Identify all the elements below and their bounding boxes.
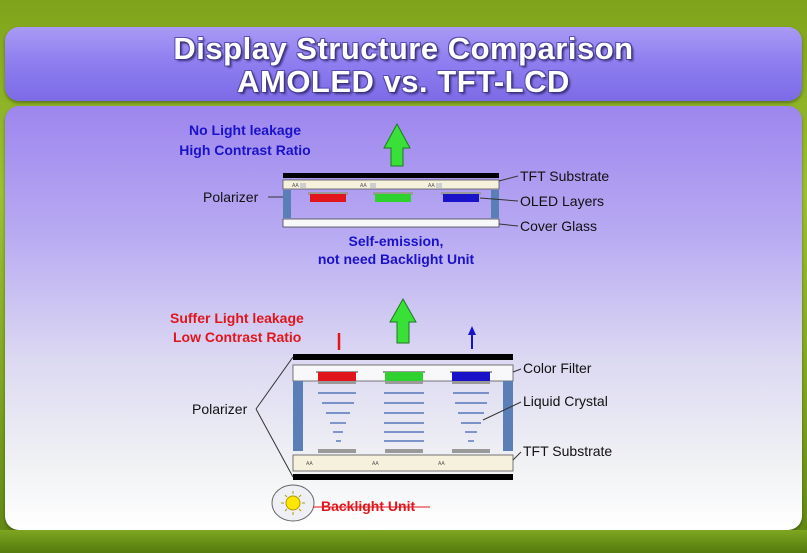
lcd-structure: AA AA AA <box>255 297 522 522</box>
lcd-side-left <box>293 381 303 451</box>
amoled-label-tft-substrate: TFT Substrate <box>520 168 610 184</box>
lcd-note-line2: Low Contrast Ratio <box>173 329 302 345</box>
title-line-1: Display Structure Comparison <box>173 31 634 66</box>
amoled-side-left <box>283 190 291 218</box>
lcd-polarizer-bottom <box>293 474 513 480</box>
amoled-emission-line1: Self-emission, <box>348 233 444 249</box>
amoled-label-cover-glass: Cover Glass <box>520 218 598 234</box>
amoled-emission-line2: not need Backlight Unit <box>317 251 475 267</box>
amoled-cover-glass <box>282 218 500 228</box>
amoled-oled-green <box>375 194 411 202</box>
title-line-2: AMOLED vs. TFT-LCD <box>237 64 570 99</box>
amoled-note-line2: High Contrast Ratio <box>179 142 311 158</box>
lcd-label-liquid-crystal: Liquid Crystal <box>523 393 608 409</box>
lcd-polarizer-top <box>293 354 513 360</box>
lcd-label-polarizer: Polarizer <box>192 401 248 417</box>
svg-text:AA: AA <box>306 461 313 467</box>
amoled-polarizer-top <box>283 173 499 178</box>
amoled-light-arrow <box>383 122 411 167</box>
svg-text:AA: AA <box>360 183 367 189</box>
lcd-filter-green <box>385 372 423 381</box>
amoled-side-right <box>491 190 499 218</box>
svg-text:AA: AA <box>428 183 435 189</box>
amoled-oled-red <box>310 194 346 202</box>
lcd-blue-leak <box>468 326 476 335</box>
amoled-oled-blue <box>443 194 479 202</box>
amoled-structure: AA AA AA <box>268 122 519 228</box>
amoled-label-oled-layers: OLED Layers <box>520 193 605 209</box>
title-panel <box>5 27 802 101</box>
lcd-filter-red <box>318 372 356 381</box>
svg-text:AA: AA <box>292 183 299 189</box>
backlight-unit-icon <box>271 484 315 522</box>
svg-text:AA: AA <box>438 461 445 467</box>
lcd-label-backlight: Backlight Unit <box>321 498 416 514</box>
amoled-label-polarizer: Polarizer <box>203 189 259 205</box>
lcd-light-arrow <box>389 297 417 344</box>
lcd-liquid-crystal <box>318 392 489 442</box>
lcd-label-color-filter: Color Filter <box>523 360 592 376</box>
lcd-tft-substrate <box>292 454 514 472</box>
bottom-strip <box>0 530 807 553</box>
lcd-note-line1: Suffer Light leakage <box>170 310 304 326</box>
lcd-filter-blue <box>452 372 490 381</box>
svg-text:AA: AA <box>372 461 379 467</box>
lcd-side-right <box>503 381 513 451</box>
lcd-label-tft-substrate: TFT Substrate <box>523 443 613 459</box>
amoled-tft-substrate <box>282 179 500 190</box>
amoled-note-line1: No Light leakage <box>188 122 302 138</box>
